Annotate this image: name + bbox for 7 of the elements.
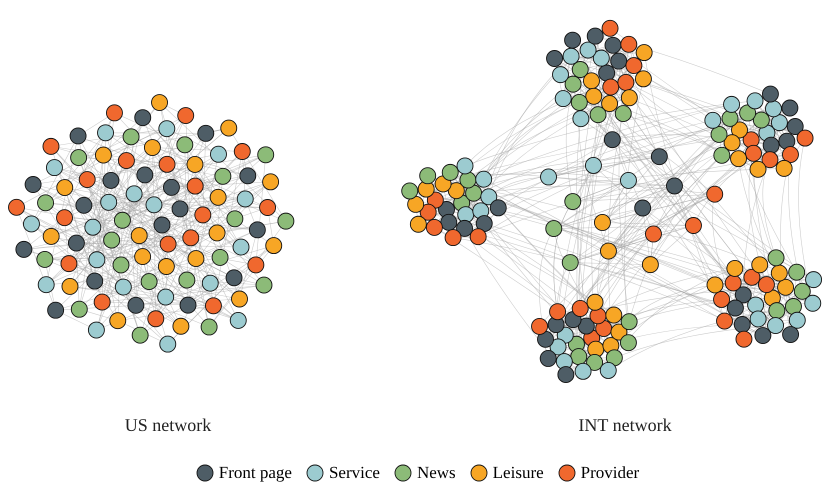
legend-label: News (416, 463, 456, 483)
legend-label: Provider (580, 463, 640, 483)
legend-label: Leisure (492, 463, 544, 483)
legend-label: Front page (218, 463, 292, 483)
legend-label: Service (328, 463, 380, 483)
network-caption: INT network (578, 415, 672, 436)
network-caption: US network (124, 415, 212, 436)
